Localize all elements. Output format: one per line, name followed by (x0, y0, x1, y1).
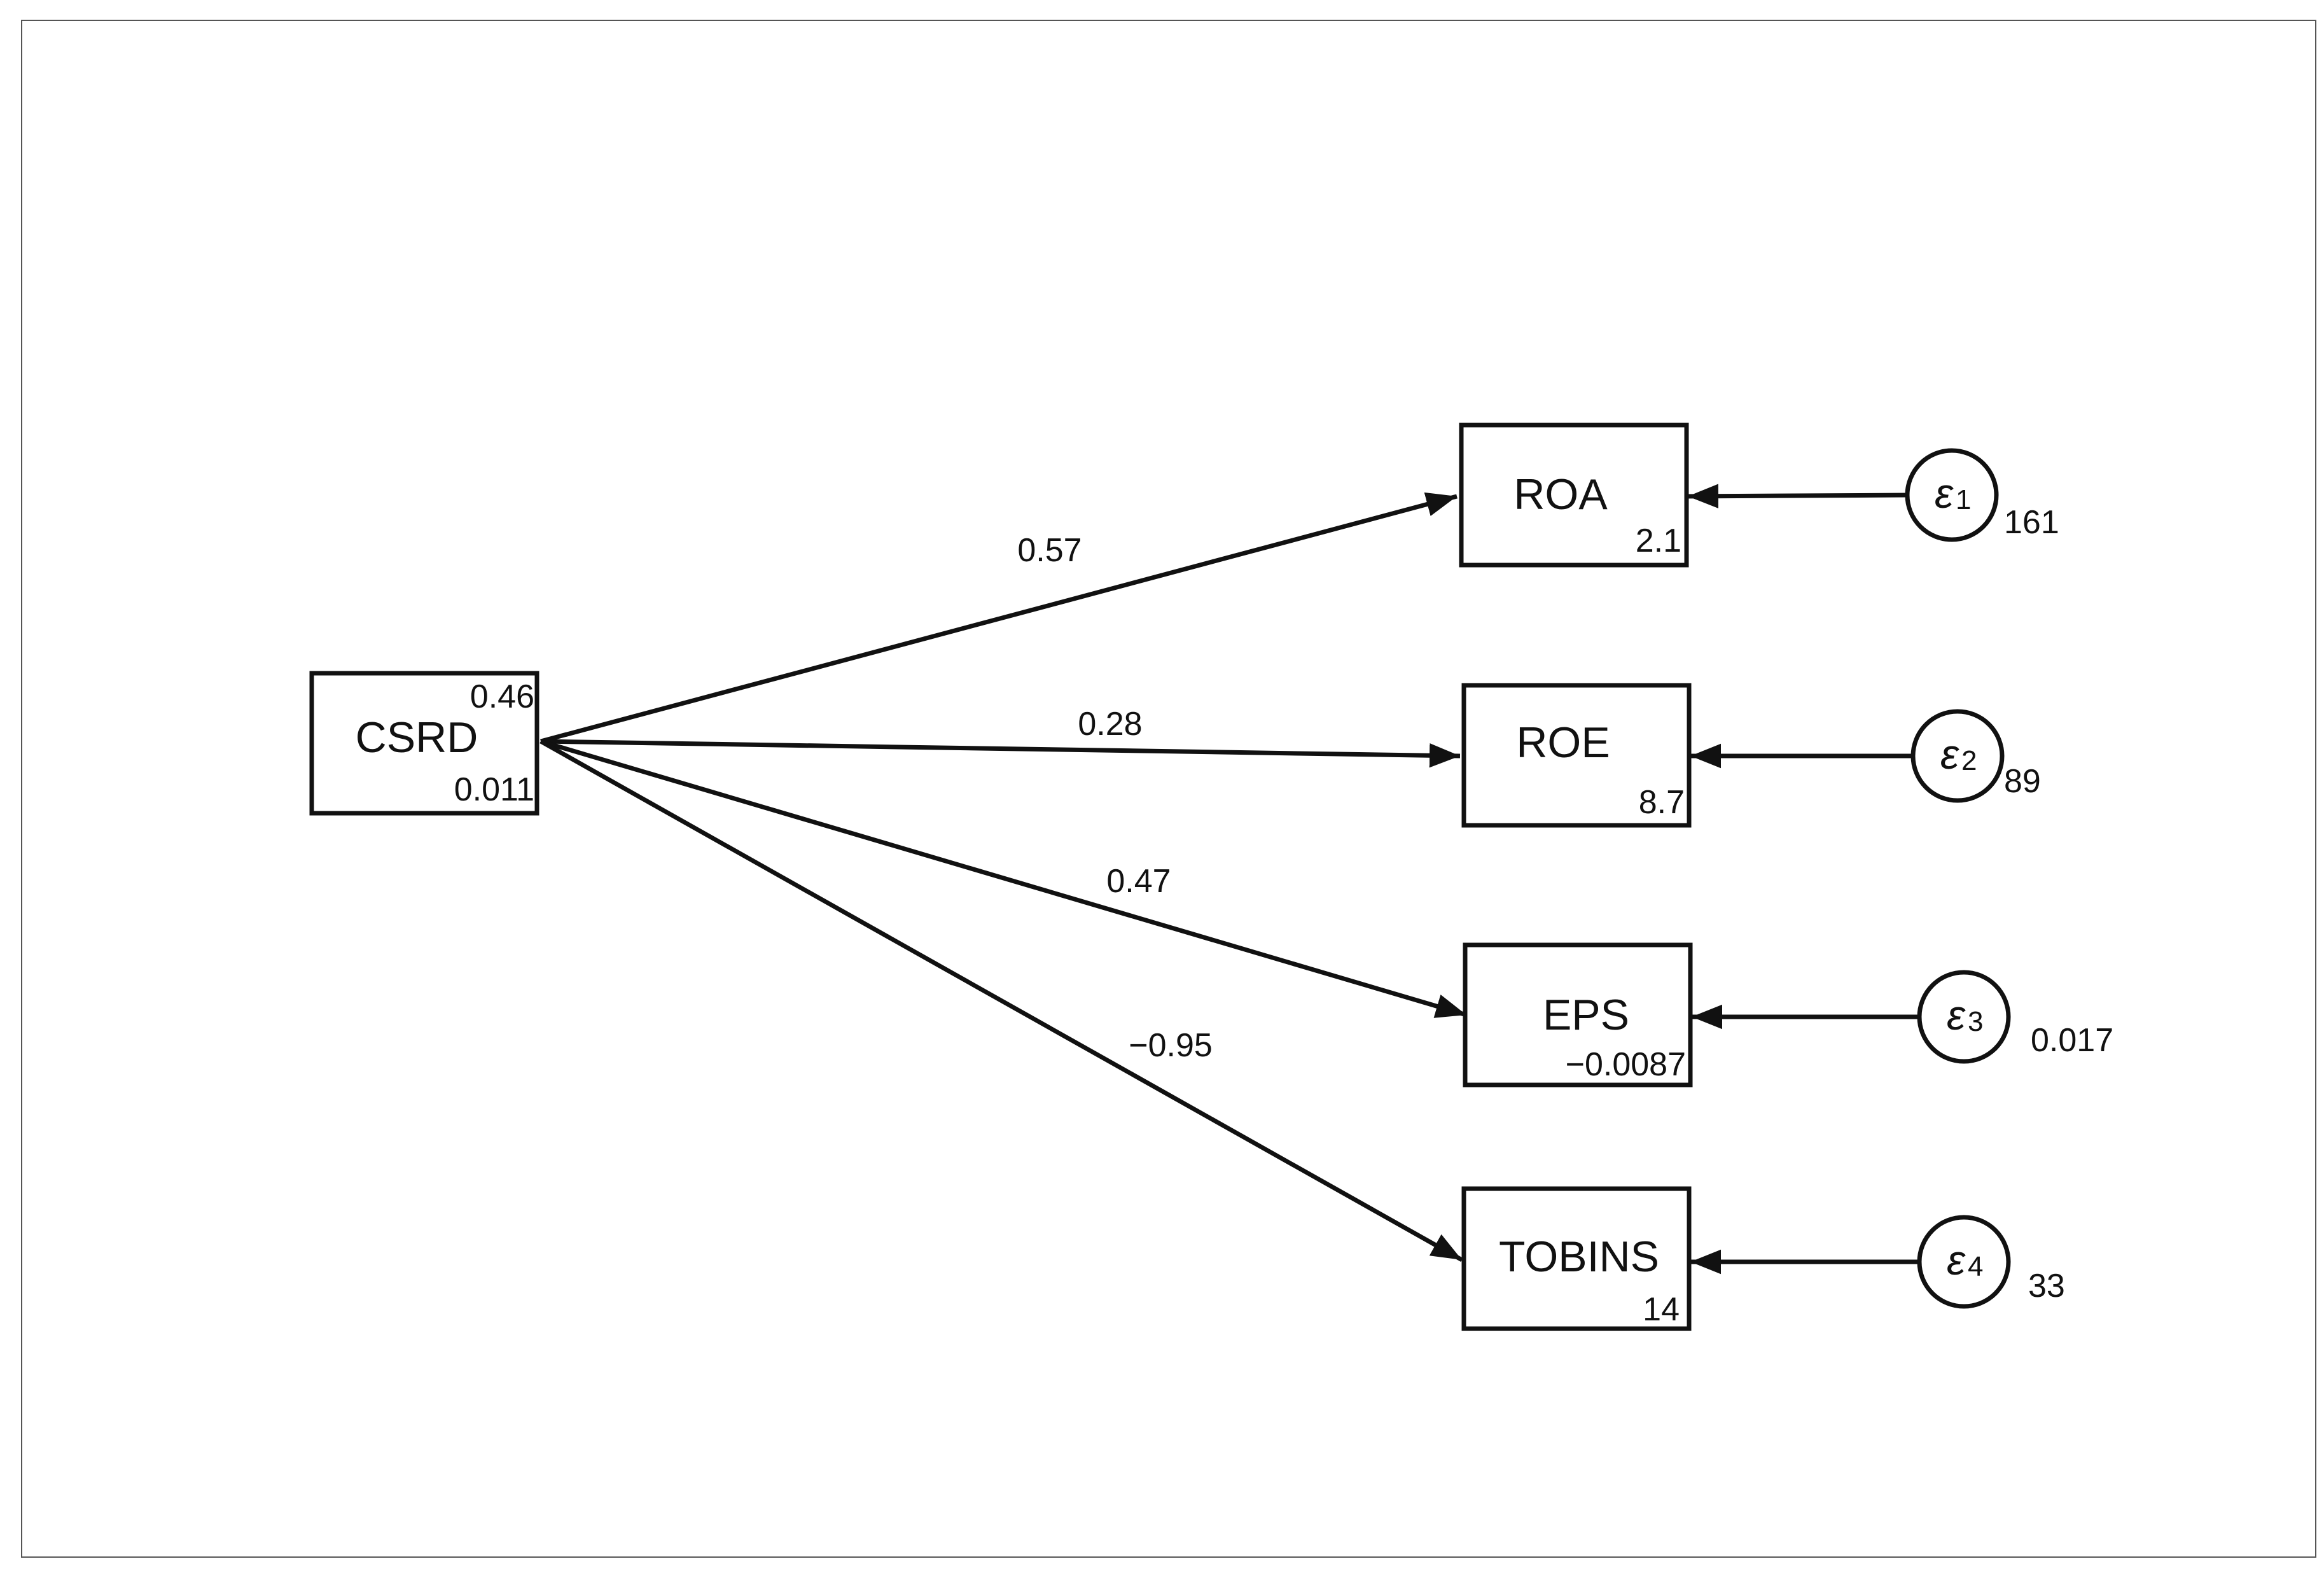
node-roa-label: ROA (1513, 470, 1608, 519)
error-e2: ε 2 89 (1910, 709, 2041, 803)
diagram-frame (21, 20, 2316, 1558)
node-eps: EPS −0.0087 (1463, 942, 1693, 1087)
error-e4: ε 4 33 (1917, 1215, 2065, 1309)
node-tobins-label: TOBINS (1499, 1233, 1659, 1281)
node-csrd: CSRD 0.46 0.011 (309, 671, 539, 816)
error-e3-variance: 0.017 (2031, 1022, 2113, 1059)
error-arrow-e1 (1687, 484, 1908, 508)
node-roe: ROE 8.7 (1461, 683, 1692, 828)
node-csrd-label: CSRD (356, 713, 478, 762)
path-coef-roe: 0.28 (1078, 706, 1142, 743)
path-coef-eps: 0.47 (1106, 863, 1171, 900)
node-tobins-intercept: 14 (1643, 1291, 1680, 1328)
path-csrd-roe (540, 739, 1461, 768)
path-csrd-tobins (539, 739, 1463, 1262)
node-csrd-mean: 0.46 (470, 678, 534, 715)
path-csrd-eps (540, 739, 1467, 1018)
error-e2-variance: 89 (2004, 763, 2041, 800)
path-coef-roa: 0.57 (1017, 532, 1082, 569)
path-coef-tobins: −0.95 (1129, 1027, 1213, 1064)
error-e4-symbol: ε (1947, 1236, 1966, 1283)
error-e4-index: 4 (1968, 1251, 1983, 1282)
error-e1-index: 1 (1956, 484, 1971, 515)
node-roe-intercept: 8.7 (1639, 784, 1685, 821)
error-e3: ε 3 0.017 (1917, 970, 2113, 1064)
error-e1-variance: 161 (2004, 504, 2059, 541)
error-e1: ε 1 161 (1905, 448, 2059, 542)
error-e2-symbol: ε (1940, 731, 1959, 778)
node-eps-intercept: −0.0087 (1566, 1046, 1686, 1083)
node-eps-label: EPS (1543, 991, 1629, 1039)
error-e1-symbol: ε (1935, 470, 1954, 517)
node-tobins: TOBINS 14 (1461, 1186, 1692, 1331)
path-csrd-roa (540, 492, 1458, 744)
node-roa: ROA 2.1 (1459, 423, 1689, 568)
node-csrd-variance: 0.011 (454, 771, 534, 808)
error-e2-index: 2 (1961, 745, 1977, 776)
node-roe-label: ROE (1516, 718, 1610, 767)
error-e3-index: 3 (1968, 1006, 1983, 1037)
node-roa-intercept: 2.1 (1636, 522, 1681, 559)
error-e3-symbol: ε (1947, 991, 1966, 1038)
error-e4-variance: 33 (2028, 1268, 2065, 1304)
